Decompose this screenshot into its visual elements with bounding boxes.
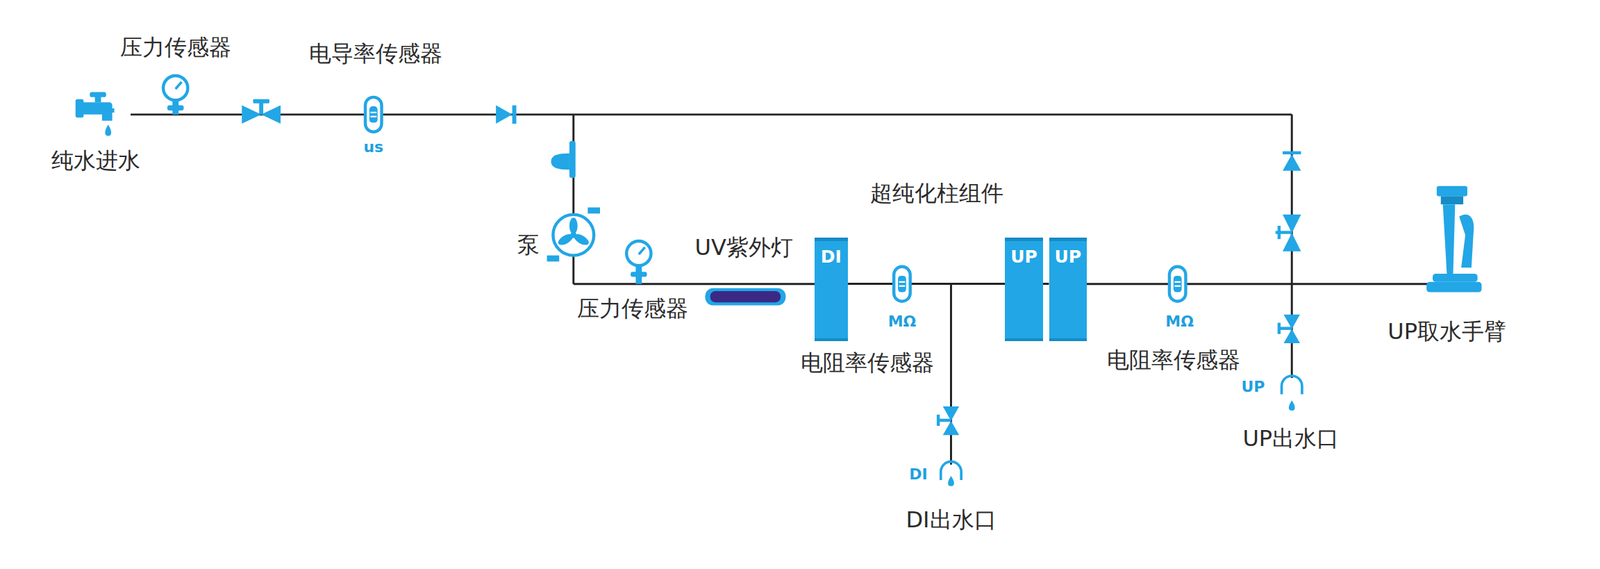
purification-column: DI	[814, 237, 848, 341]
part-name: 电阻率传感器	[800, 351, 935, 376]
part-name: 电导率传感器	[309, 41, 443, 66]
faucet-icon	[75, 92, 115, 137]
valve	[1275, 214, 1302, 252]
vent-fitting	[550, 140, 575, 178]
symbol-tag: us	[363, 138, 384, 155]
purification-column: UP	[1004, 237, 1043, 341]
pump-symbol	[547, 207, 600, 262]
column-label: UP	[1054, 246, 1082, 267]
part-name: 电阻率传感器	[1106, 347, 1241, 373]
purification-column: UP	[1049, 237, 1087, 341]
pipe	[1083, 282, 1431, 285]
part-name: 压力传感器	[577, 297, 689, 322]
check-valve	[1282, 151, 1301, 171]
uv-lamp	[704, 288, 786, 306]
part-name: 泵	[517, 232, 540, 257]
pressure-gauge	[626, 240, 651, 285]
pressure-gauge	[163, 75, 188, 115]
valve	[241, 99, 281, 124]
resistivity-sensor	[893, 266, 911, 302]
outlet-nozzle	[940, 461, 962, 486]
pipes	[130, 114, 1431, 465]
symbol-tag: MΩ	[888, 313, 917, 330]
resistivity-sensor	[1169, 266, 1187, 302]
part-name: DI出水口	[905, 508, 996, 533]
part-name: 压力传感器	[120, 35, 232, 60]
pipe	[130, 113, 1292, 116]
column-label: DI	[820, 246, 842, 267]
part-name: 纯水进水	[51, 149, 141, 174]
part-name: 超纯化柱组件	[870, 181, 1004, 207]
conductivity-sensor	[365, 97, 382, 132]
dispensing-arm	[1426, 186, 1482, 293]
part-name: UV紫外灯	[695, 235, 794, 260]
part-name: UP出水口	[1242, 426, 1339, 451]
valve	[936, 406, 960, 435]
column-label: UP	[1010, 246, 1038, 267]
pipe	[572, 114, 575, 285]
check-valve	[495, 105, 516, 124]
outlet-nozzle	[1281, 375, 1303, 411]
part-name: UP取水手臂	[1387, 319, 1507, 344]
symbol-tag: MΩ	[1165, 313, 1194, 330]
pipe-connector	[1043, 282, 1050, 285]
symbol-tag: DI	[909, 465, 928, 483]
symbol-tag: UP	[1240, 378, 1265, 396]
pipe	[950, 284, 953, 465]
valve	[1277, 314, 1300, 344]
pipe-connector	[847, 282, 1005, 285]
pipe	[573, 282, 817, 285]
